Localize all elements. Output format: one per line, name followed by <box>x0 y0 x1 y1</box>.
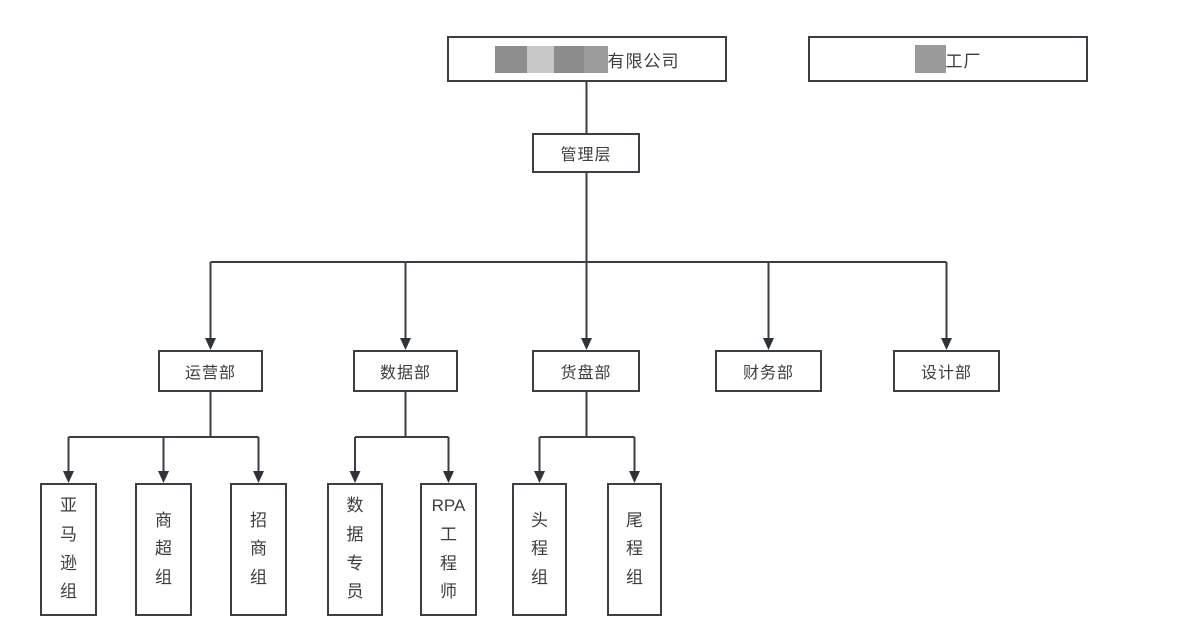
node-group-last-leg[interactable]: 尾 程 组 <box>607 483 662 616</box>
node-dept-operations[interactable]: 运营部 <box>158 350 263 392</box>
node-label: 管理层 <box>560 147 612 164</box>
redaction-block <box>583 45 608 73</box>
node-group-supermarket[interactable]: 商 超 组 <box>135 483 192 616</box>
node-label: 头 程 组 <box>531 510 548 587</box>
node-label: 数 据 专 员 <box>346 496 364 602</box>
node-dept-pallet[interactable]: 货盘部 <box>532 350 640 392</box>
node-group-rpa-engineer[interactable]: RPA 工 程 师 <box>420 483 477 616</box>
node-group-data-specialist[interactable]: 数 据 专 员 <box>327 483 383 616</box>
node-label: 有限公司 <box>607 51 680 71</box>
redaction-block <box>553 45 584 73</box>
node-label: 设计部 <box>920 365 972 382</box>
node-label: 尾 程 组 <box>626 510 643 587</box>
node-label: 财务部 <box>742 365 794 382</box>
node-dept-data[interactable]: 数据部 <box>353 350 458 392</box>
node-dept-design[interactable]: 设计部 <box>893 350 1000 392</box>
node-management[interactable]: 管理层 <box>532 133 640 173</box>
node-group-first-leg[interactable]: 头 程 组 <box>512 483 567 616</box>
node-dept-finance[interactable]: 财务部 <box>715 350 822 392</box>
node-label: 数据部 <box>379 365 431 382</box>
redaction-block <box>526 45 554 73</box>
node-group-merchant[interactable]: 招 商 组 <box>230 483 287 616</box>
node-label: 运营部 <box>184 365 236 382</box>
node-label: 亚 马 逊 组 <box>60 496 77 602</box>
node-label: 工厂 <box>945 51 982 71</box>
redaction-block <box>494 45 527 73</box>
node-label: RPA 工 程 师 <box>431 496 466 602</box>
node-group-amazon[interactable]: 亚 马 逊 组 <box>40 483 97 616</box>
redaction-block <box>914 45 946 73</box>
node-label: 招 商 组 <box>250 510 267 587</box>
node-label: 货盘部 <box>560 365 612 382</box>
node-factory[interactable]: 工厂 <box>808 36 1088 82</box>
node-label: 商 超 组 <box>155 510 172 587</box>
node-company[interactable]: 有限公司 <box>447 36 727 82</box>
